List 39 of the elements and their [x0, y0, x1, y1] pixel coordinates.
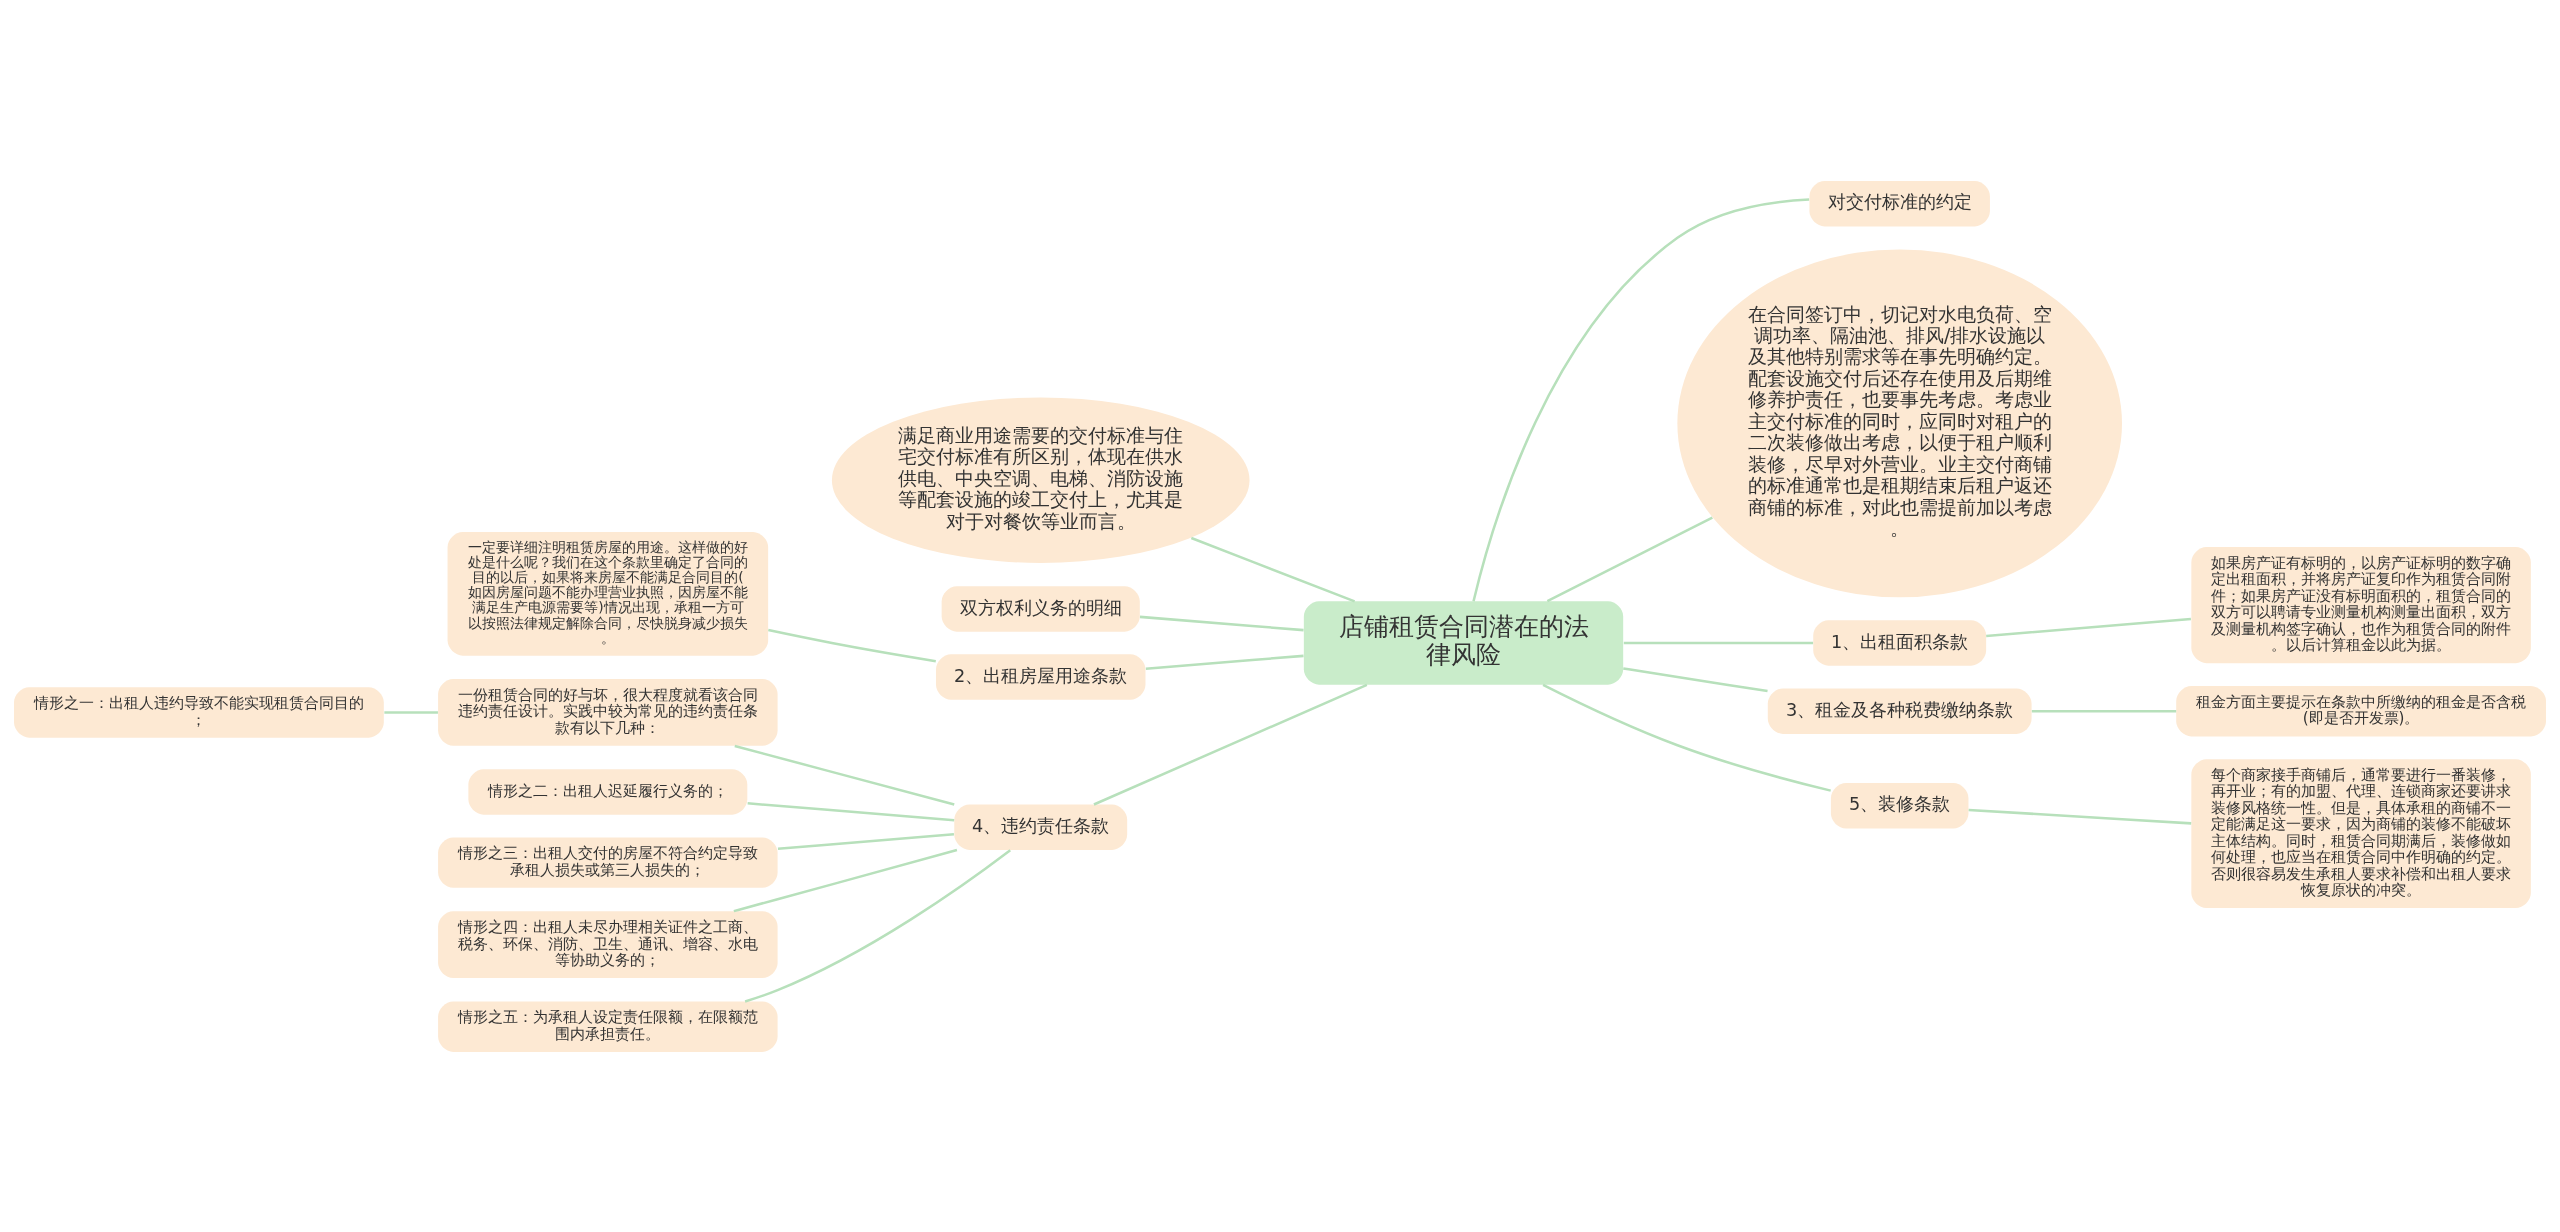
node-box: 对交付标准的约定 [1809, 180, 1990, 226]
node-box: 1、出租面积条款 [1813, 619, 1987, 666]
node-box: 如果房产证有标明的，以房产证标明的数字确定出租面积，并将房产证复印作为租赁合同附件；如果房产证没有标明面积的，租赁合同的双方可以聘请专业测量机构测量出面积，双方及测量机构签字确认，也作为租赁合同的附件。以后计算租金以此为据。 [2191, 546, 2531, 663]
node-box: 店铺租赁合同潜在的法律风险 [1303, 600, 1624, 685]
connector [1093, 683, 1368, 806]
node-box: 情形之一：出租人违约导致不能实现租赁合同目的； [14, 686, 384, 738]
node-box: 双方权利义务的明细 [941, 585, 1140, 632]
connector [2031, 709, 2177, 712]
connector [768, 628, 936, 662]
node-box: 一定要详细注明租赁房屋的用途。这样做的好处是什么呢？我们在这个条款里确定了合同的目的以后，如果将来房屋不能满足合同目的(如因房屋问题不能办理营业执照，因房屋不能满足生产电源需要等)情况出现，承租一方可以按照法律规定解除合同，尽快脱身减少损失。 [447, 531, 769, 656]
connector [744, 848, 1011, 1003]
connector [1986, 617, 2192, 637]
node-box: 5、装修条款 [1830, 782, 1969, 829]
connector [733, 848, 958, 912]
connector [747, 801, 955, 822]
node-box: 每个商家接手商铺后，通常要进行一番装修，再开业；有的加盟、代理、连锁商家还要讲求装修风格统一性。但是，具体承租的商铺不一定能满足这一要求，因为商铺的装修不能破坏主体结构。同时，租赁合同期满后，装修做如何处理，也应当在租赁合同中作明确的约定。否则很容易发生承租人要求补偿和出租人要求恢复原状的冲突。 [2191, 758, 2531, 908]
connector [1623, 666, 1768, 692]
node-box: 3、租金及各种税费缴纳条款 [1767, 687, 2032, 734]
connector [1145, 654, 1304, 670]
node-box: 情形之五：为承租人设定责任限额，在限额范围内承担责任。 [438, 1000, 778, 1052]
connector [1546, 516, 1713, 602]
node-box: 租金方面主要提示在条款中所缴纳的租金是否含税(即是否开发票)。 [2176, 685, 2546, 736]
node-box: 情形之三：出租人交付的房屋不符合约定导致承租人损失或第三人损失的； [438, 836, 778, 888]
node-box: 情形之二：出租人迟延履行义务的； [468, 768, 748, 815]
connector [1542, 683, 1831, 792]
node-ellipse: 在合同签订中，切记对水电负荷、空调功率、隔油池、排风/排水设施以及其他特别需求等在事先明确约定。配套设施交付后还存在使用及后期维修养护责任，也要事先考虑。考虑业主交付标准的同时，应同时对租户的二次装修做出考虑，以便于租户顺利装修，尽早对外营业。业主交付商铺的标准通常也是租期结束后租户返还商铺的标准，对此也需提前加以考虑。 [1677, 249, 2122, 597]
connector [777, 832, 955, 850]
connector [1968, 808, 2192, 825]
node-ellipse: 满足商业用途需要的交付标准与住宅交付标准有所区别，体现在供水供电、中央空调、电梯、消防设施等配套设施的竣工交付上，尤其是对于对餐饮等业而言。 [831, 397, 1250, 563]
connector [384, 710, 438, 714]
node-box: 2、出租房屋用途条款 [935, 653, 1146, 700]
node-box: 4、违约责任条款 [954, 804, 1128, 850]
connector [1623, 641, 1814, 644]
connector [734, 744, 955, 806]
connector [1139, 615, 1304, 631]
connector [1190, 536, 1356, 602]
node-box: 情形之四：出租人未尽办理相关证件之工商、税务、环保、消防、卫生、通讯、增容、水电等协助义务的； [438, 910, 778, 978]
node-box: 一份租赁合同的好与坏，很大程度就看该合同违约责任设计。实践中较为常见的违约责任条款有以下几种： [438, 678, 778, 746]
connector [1472, 197, 1810, 602]
